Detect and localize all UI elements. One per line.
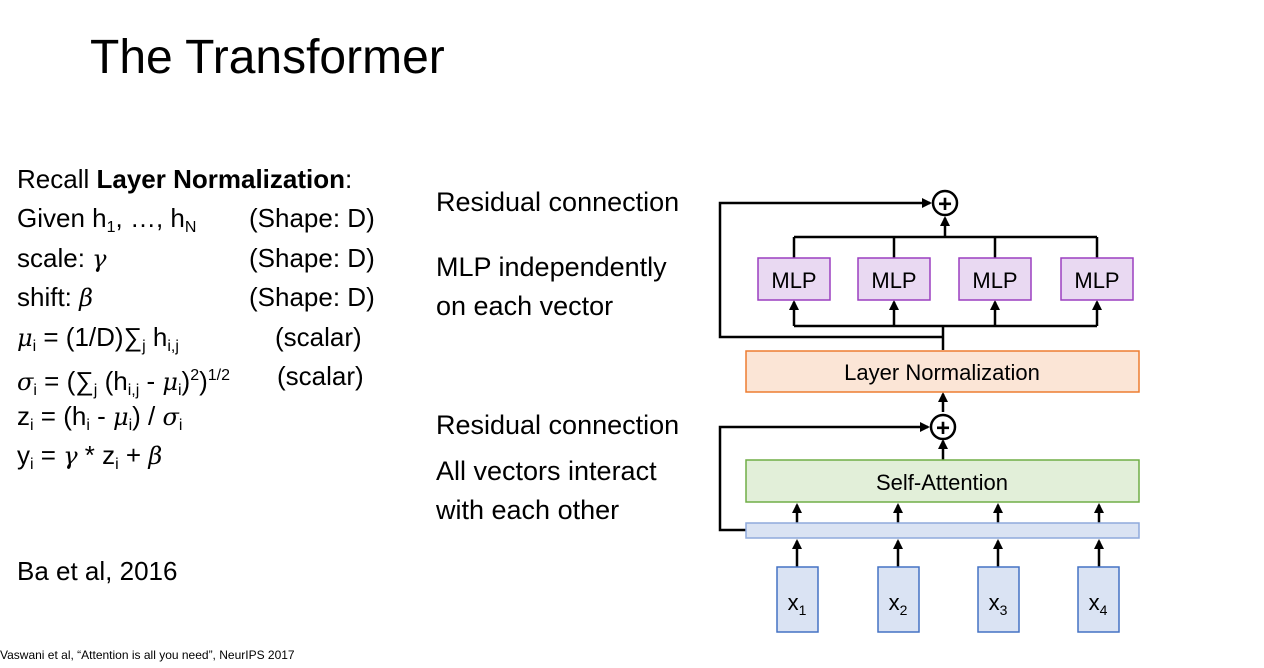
residual-bottom-path [718,422,930,532]
slide-title: The Transformer [90,31,445,84]
svg-text:MLP: MLP [1074,268,1119,293]
given-shape: (Shape: D) [249,203,375,233]
residual-label-bottom: Residual connection [436,410,680,440]
shift-line: shift: β (Shape: D) [17,282,375,312]
mlp-box-3: MLP [958,257,1032,301]
std-formula: σi = (∑j (hi,j - μi)2)1/2 (scalar) [17,361,364,399]
citation: Ba et al, 2016 [17,556,178,586]
input-box-x2: x2 [877,566,920,633]
self-attention-box: Self-Attention [745,459,1140,503]
connectors [718,198,1104,567]
input-box-x4: x4 [1077,566,1120,633]
mlp-box-4: MLP [1060,257,1134,301]
z-formula: zi = (hi - μi) / σi [17,401,183,434]
input-stack-bar [745,522,1140,539]
given-line: Given h1, …, hN (Shape: D) [17,203,375,236]
recall-line: Recall Layer Normalization: [17,164,353,194]
svg-text:+: + [936,415,950,442]
shift-shape: (Shape: D) [249,282,375,312]
svg-text:x3: x3 [989,590,1008,618]
svg-text:x2: x2 [889,590,908,618]
residual-top-path [718,198,943,339]
y-formula: yi = γ * zi + β [17,440,163,473]
residual-label-top: Residual connection [436,187,680,217]
layer-norm-heading: Layer Normalization [96,164,345,194]
mlp-box-2: MLP [857,257,931,301]
svg-text:x1: x1 [788,590,807,618]
mlp-label-line1: MLP independently [436,252,667,282]
std-note: (scalar) [277,361,364,391]
svg-text:+: + [938,191,952,218]
mlp-label-line2: on each vector [436,291,614,321]
scale-shape: (Shape: D) [249,243,375,273]
svg-text:MLP: MLP [871,268,916,293]
svg-text:Layer Normalization: Layer Normalization [844,360,1040,385]
svg-text:MLP: MLP [771,268,816,293]
input-box-x1: x1 [776,566,819,633]
footnote: Vaswani et al, “Attention is all you nee… [0,648,295,662]
scale-line: scale: γ (Shape: D) [17,243,375,273]
layer-norm-box: Layer Normalization [745,350,1140,393]
mlp-box-1: MLP [757,257,831,301]
mean-note: (scalar) [275,322,362,352]
attn-label-line2: with each other [436,495,620,525]
mean-formula: μi = (1/D)∑j hi,j (scalar) [17,322,362,355]
input-box-x3: x3 [977,566,1020,633]
attn-label-line1: All vectors interact [436,456,657,486]
svg-text:x4: x4 [1089,590,1108,618]
svg-text:MLP: MLP [972,268,1017,293]
svg-text:Self-Attention: Self-Attention [876,470,1008,495]
plus-node-top: + [931,189,959,218]
plus-node-bottom: + [929,413,957,442]
